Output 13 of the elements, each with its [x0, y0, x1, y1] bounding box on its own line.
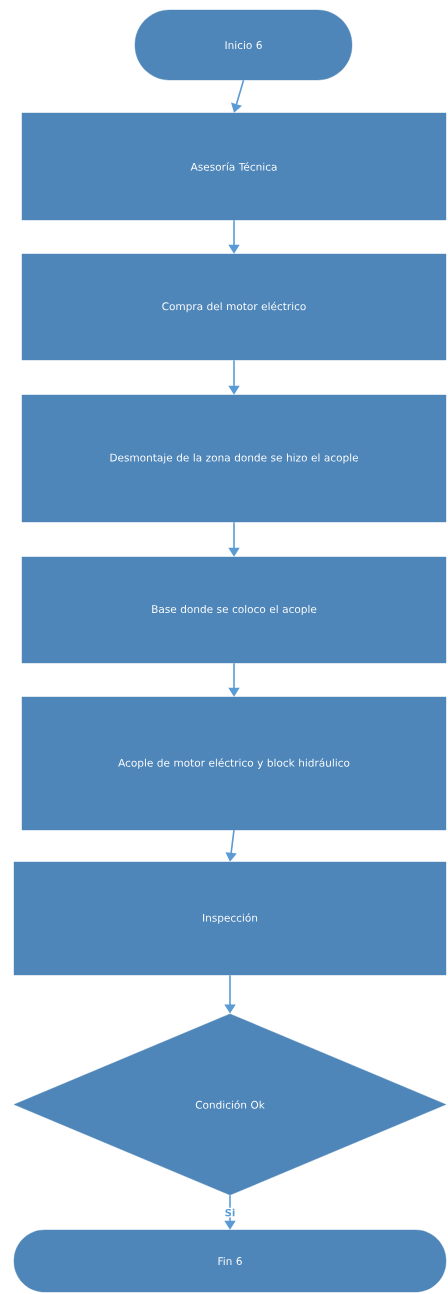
arrow: [228, 219, 240, 254]
process-box: Desmontaje de la zona donde se hizo el acople: [21, 394, 447, 523]
process-box: Asesoría Técnica: [21, 112, 447, 221]
edge-label: Si: [223, 1207, 237, 1218]
arrow: [224, 1194, 236, 1230]
process-box: Compra del motor eléctrico: [21, 253, 447, 361]
arrow: [231, 79, 245, 113]
process-box: Base donde se coloco el acople: [21, 556, 447, 664]
arrow: [228, 662, 240, 697]
process-box: Inspección: [13, 861, 447, 976]
arrow: [228, 359, 240, 395]
process-box: Acople de motor eléctrico y block hidráulico: [21, 696, 447, 831]
arrow: [228, 521, 240, 557]
